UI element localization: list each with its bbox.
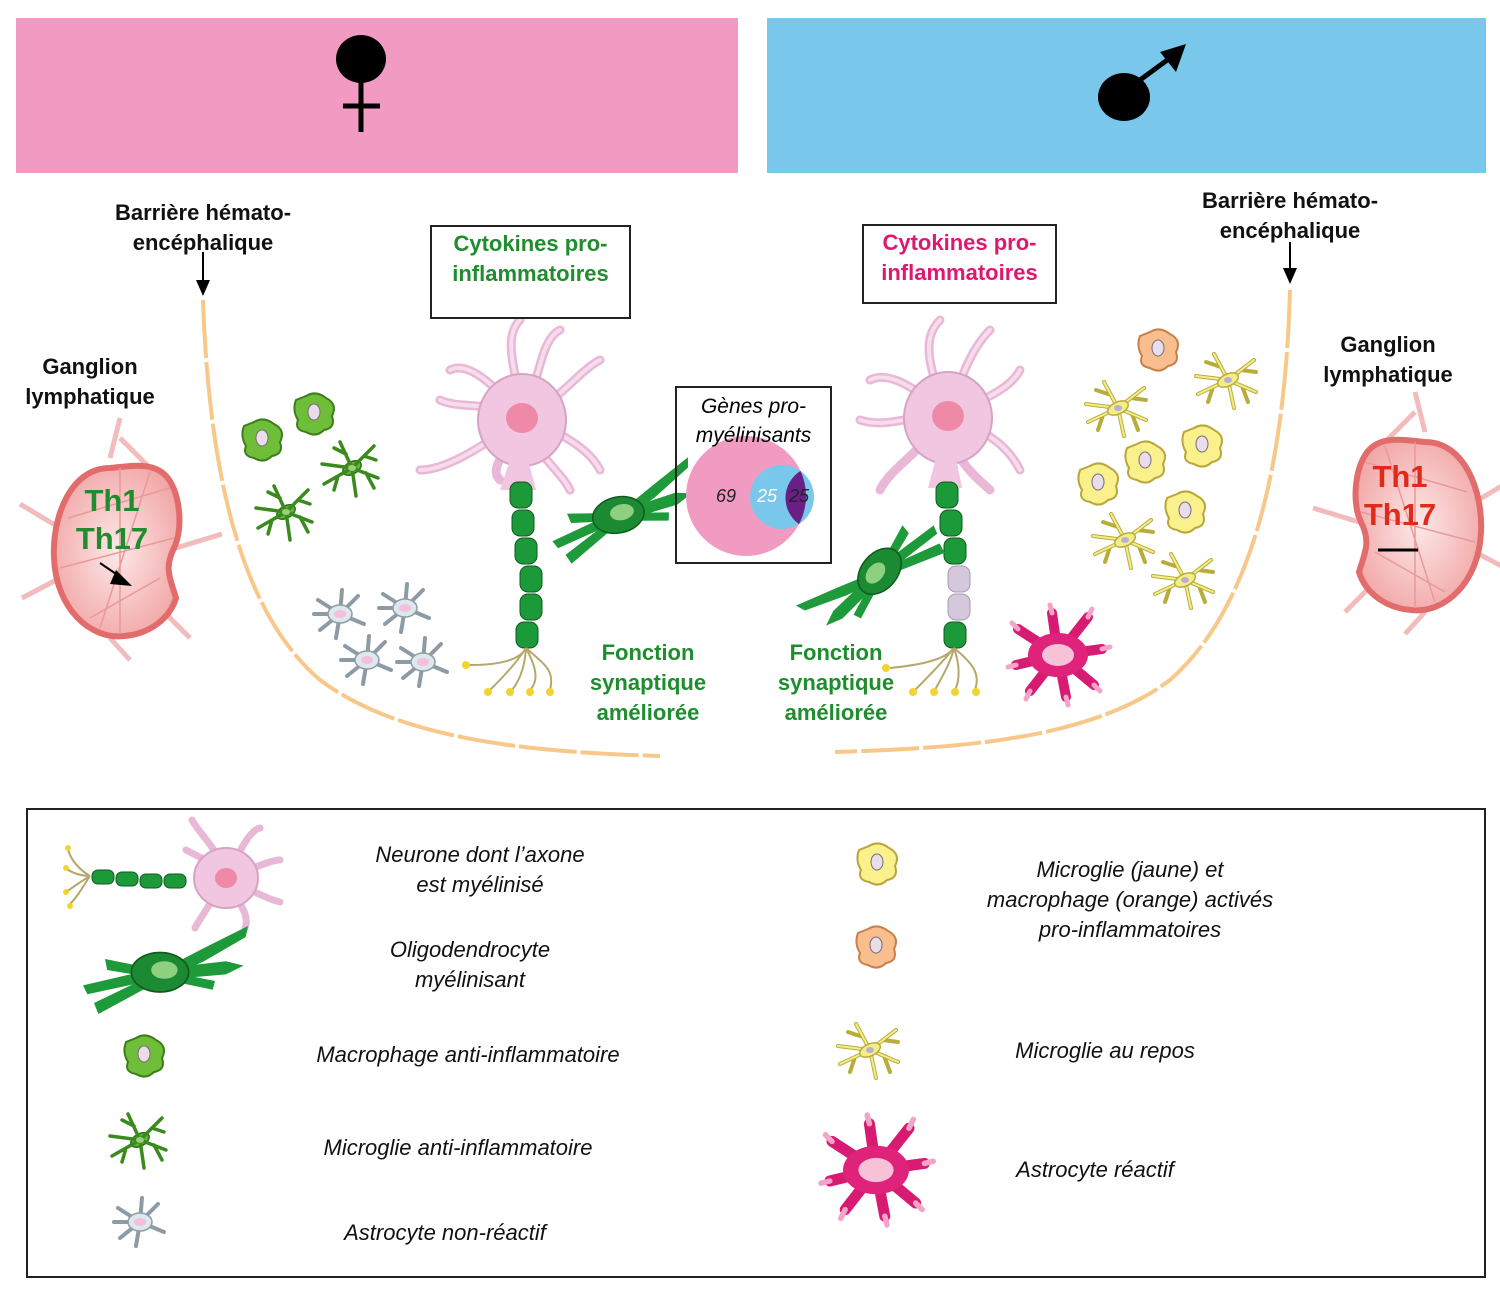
legend-oligodendrocyte-label: Oligodendrocyte myélinisant <box>389 937 551 992</box>
right-th17: Th17 <box>1363 497 1437 532</box>
venn-overlap-count: 25 <box>756 486 778 506</box>
venn-left-count: 69 <box>715 486 737 506</box>
legend-activated-label: Microglie (jaune) et macrophage (orange)… <box>986 857 1274 942</box>
right-bbb-label: Barrière hémato- encéphalique <box>1201 188 1379 243</box>
legend-macrophage-anti-label: Macrophage anti-inflammatoire <box>316 1042 620 1067</box>
right-lymph-node <box>1312 391 1500 636</box>
legend-astrocyte-non-label: Astrocyte non-réactif <box>344 1220 546 1245</box>
legend-box <box>26 808 1486 1278</box>
left-th17: Th17 <box>75 521 149 556</box>
right-lymph-label: Ganglion lymphatique <box>1323 332 1453 387</box>
left-cytokine-box: Cytokines pro- inflammatoires <box>430 225 631 319</box>
left-lymph-node <box>18 417 223 662</box>
legend-neuron-label: Neurone dont l’axone est myélinisé <box>375 842 585 897</box>
right-synaptic-label: Fonction synaptique améliorée <box>777 640 895 725</box>
venn-right-count: 25 <box>788 486 810 506</box>
legend-astrocyte-reactive-label: Astrocyte réactif <box>1016 1157 1174 1182</box>
female-symbol-icon <box>336 35 386 132</box>
venn-overlap <box>785 470 806 525</box>
venn-diagram <box>686 436 814 556</box>
right-cytokine-box: Cytokines pro- inflammatoires <box>862 224 1057 304</box>
left-microglia-group <box>254 440 380 542</box>
legend-neuron-icon <box>63 816 284 932</box>
bbb-arrow-left <box>196 252 210 296</box>
left-neuron <box>415 315 605 696</box>
right-th1: Th1 <box>1372 459 1428 494</box>
right-cytokine-label: Cytokines pro- inflammatoires <box>881 230 1038 285</box>
left-barrier <box>201 299 661 758</box>
right-barrier <box>834 289 1292 754</box>
right-neuron <box>855 315 1025 696</box>
male-symbol-icon <box>1098 44 1186 121</box>
left-astrocyte-group <box>312 582 449 688</box>
left-synaptic-label: Fonction synaptique améliorée <box>589 640 707 725</box>
left-th1: Th1 <box>84 483 140 518</box>
bbb-arrow-right <box>1283 242 1297 284</box>
venn-box: Gènes pro- myélinisants <box>675 386 832 564</box>
legend-microglia-anti-label: Microglie anti-inflammatoire <box>323 1135 593 1160</box>
left-macrophage-group <box>241 392 335 462</box>
th-increase-arrow <box>99 562 132 586</box>
right-reactive-astrocyte <box>1008 605 1110 705</box>
legend-microglia-rest-label: Microglie au repos <box>1015 1038 1195 1063</box>
left-bbb-label: Barrière hémato- encéphalique <box>114 200 292 255</box>
right-activated-group <box>1077 328 1223 534</box>
left-cytokine-label: Cytokines pro- inflammatoires <box>452 231 609 286</box>
venn-title: Gènes pro- myélinisants <box>695 395 812 447</box>
left-lymph-label: Ganglion lymphatique <box>25 354 155 409</box>
